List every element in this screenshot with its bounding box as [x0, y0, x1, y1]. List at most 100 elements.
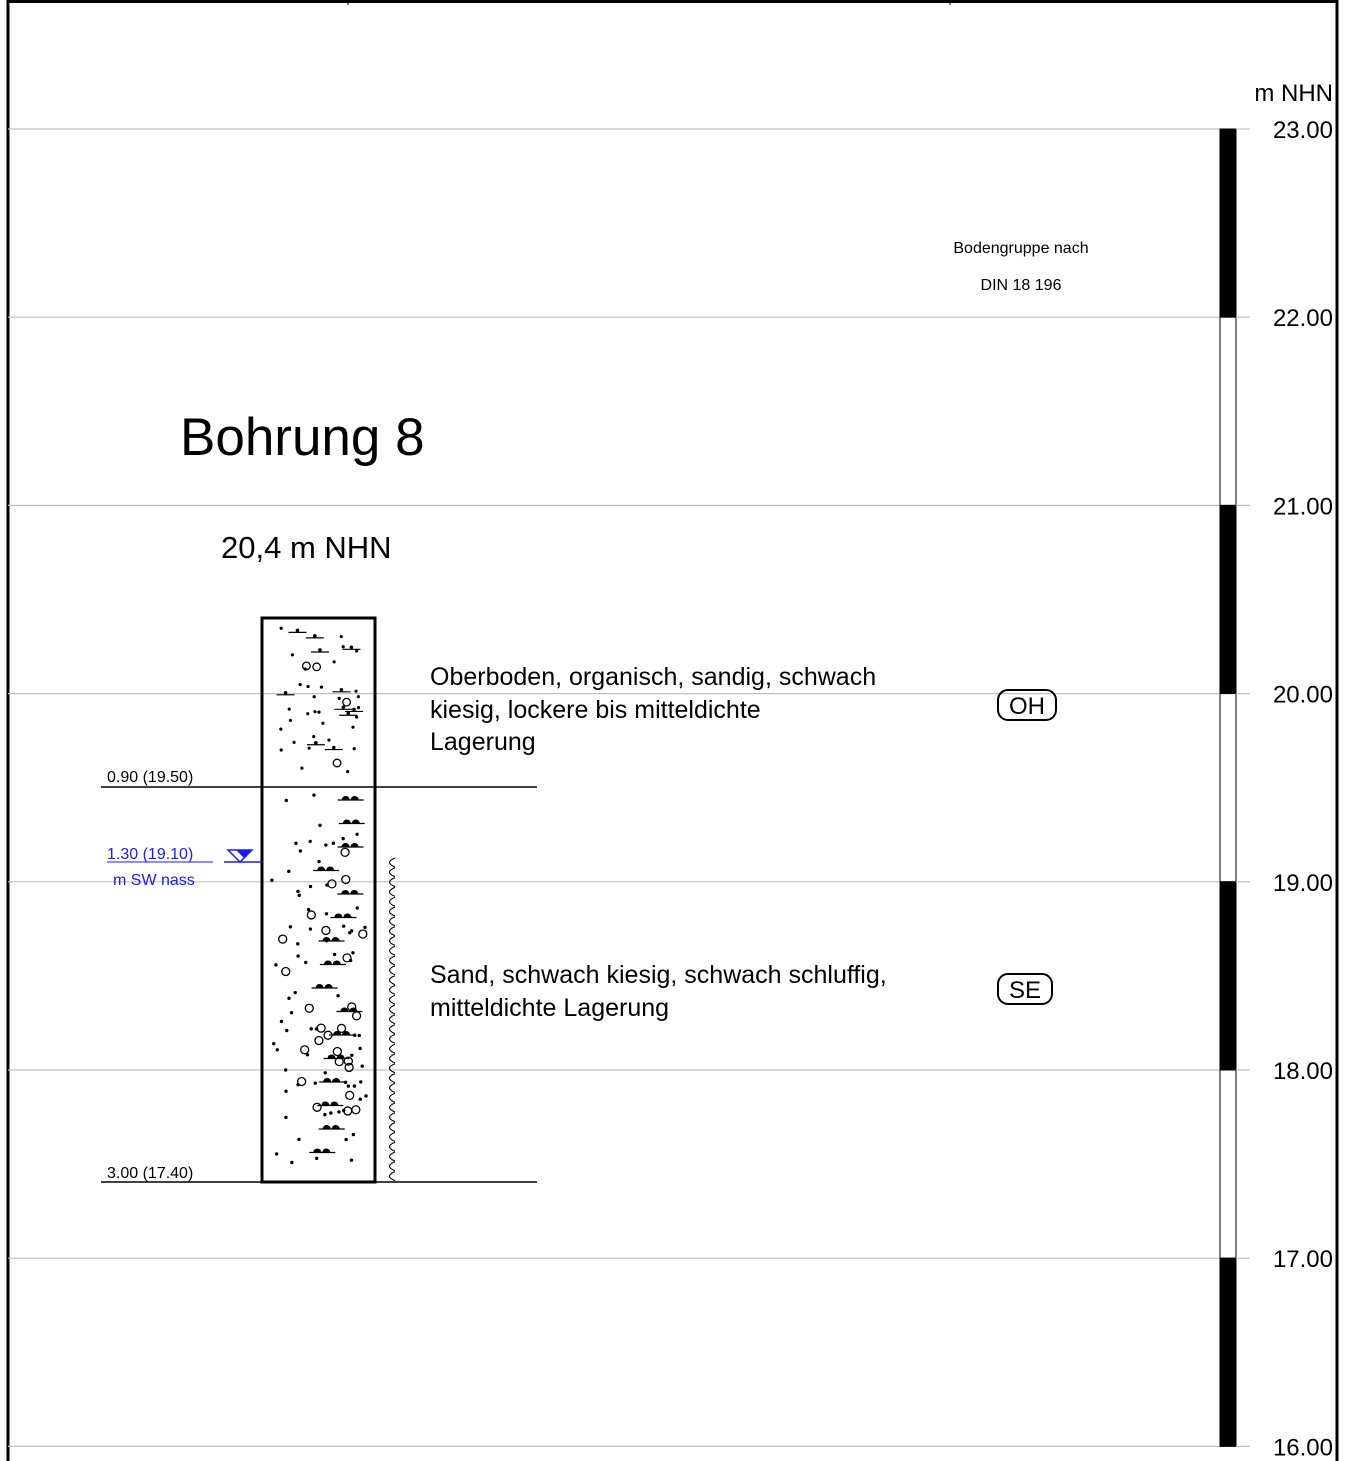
sand-dot	[321, 721, 325, 725]
wet-arc	[388, 857, 396, 868]
silt-mound	[322, 1125, 331, 1129]
wet-arc	[388, 1171, 396, 1182]
organic-dot	[295, 628, 300, 633]
silt-mound	[322, 937, 331, 941]
scale-bar-segment	[1219, 693, 1237, 883]
scale-bar-segment	[1219, 881, 1237, 1071]
sand-dot	[355, 906, 359, 910]
sand-dot	[355, 649, 359, 653]
sand-dot	[360, 1064, 364, 1068]
scale-bar-segment	[1219, 316, 1237, 506]
sand-dot	[274, 963, 278, 967]
sand-dot	[270, 878, 274, 882]
silt-mound	[330, 1101, 339, 1106]
groundwater-note: m SW nass	[113, 872, 195, 889]
sand-dot	[294, 841, 298, 846]
organic-dot	[341, 705, 346, 710]
wet-arc	[388, 1102, 396, 1113]
layer-1-description-line-1: Oberboden, organisch, sandig, schwach	[430, 663, 876, 691]
boring-elevation-label: 20,4 m NHN	[221, 530, 392, 565]
sand-dot	[283, 1068, 288, 1072]
wet-arc	[388, 1053, 396, 1064]
scale-tick-label: 16.00	[1273, 1434, 1333, 1461]
silt-mound	[332, 1078, 341, 1082]
layer-1-description-line-2: kiesig, lockere bis mitteldichte	[430, 696, 761, 724]
silt-mound	[317, 866, 326, 871]
wet-arc	[388, 867, 396, 878]
layer-boundary-1: 0.90 (19.50)	[101, 769, 537, 788]
sand-dot	[308, 839, 312, 844]
scale-tick-label: 19.00	[1273, 870, 1333, 897]
gravel-circle	[358, 929, 368, 939]
wet-arc	[388, 935, 396, 946]
wet-arc	[388, 945, 396, 956]
silt-mound	[336, 1054, 345, 1059]
boring-column	[260, 616, 396, 1184]
gravel-circle	[341, 874, 351, 885]
sand-dot	[351, 951, 355, 955]
silt-mound	[333, 1031, 342, 1035]
layer-description-2: Sand, schwach kiesig, schwach schluffig,…	[430, 961, 887, 1022]
silt-mound	[323, 1078, 332, 1082]
hatch-topsoil	[276, 626, 364, 774]
organic-dot	[339, 688, 344, 692]
gravel-circle	[281, 966, 291, 977]
wet-arc	[388, 1161, 396, 1172]
sand-dot	[309, 1027, 313, 1031]
sand-dot	[279, 727, 283, 731]
gravel-circle	[316, 1023, 326, 1033]
wet-arc	[388, 906, 396, 917]
gravel-circle	[312, 1102, 322, 1112]
gravel-circle	[344, 1062, 354, 1073]
sand-dot	[331, 841, 336, 845]
scale-tick-label: 23.00	[1273, 117, 1333, 144]
sand-dot	[317, 859, 321, 864]
wet-arc	[388, 877, 396, 888]
sand-dot	[307, 746, 311, 750]
silt-mound	[324, 984, 333, 988]
elevation-grid-lines	[8, 128, 1220, 1448]
wet-arc	[388, 896, 396, 907]
silt-mound	[331, 1125, 340, 1129]
sand-dot	[357, 1033, 361, 1038]
sand-dot	[352, 1084, 357, 1088]
sand-dot	[274, 1152, 279, 1156]
gravel-circle	[306, 910, 316, 920]
wet-soil-marker	[388, 857, 396, 1182]
wet-arc	[388, 1082, 396, 1093]
gravel-circle	[342, 953, 352, 963]
sand-dot	[288, 925, 293, 929]
organic-dot	[331, 745, 336, 750]
sand-dot	[336, 994, 340, 998]
sand-dot	[350, 1053, 354, 1057]
sand-dot	[314, 1156, 319, 1161]
sand-dot	[313, 710, 317, 714]
gravel-circle	[301, 661, 311, 671]
sand-dot	[290, 1160, 294, 1165]
layer-2-description-line-1: Sand, schwach kiesig, schwach schluffig,	[430, 961, 887, 989]
scale-tick-label: 18.00	[1273, 1058, 1333, 1085]
sand-dot	[327, 738, 331, 742]
sand-dot	[363, 925, 367, 930]
wet-arc	[388, 955, 396, 966]
wet-arc	[388, 1004, 396, 1015]
sand-dot	[308, 884, 313, 889]
sand-dot	[297, 893, 301, 898]
sheet-frame	[6, 0, 1339, 1461]
wet-arc	[388, 1141, 396, 1152]
sand-dot	[323, 1071, 327, 1075]
wet-arc	[388, 886, 396, 897]
organic-dot	[318, 648, 322, 652]
soil-group-header-line1: Bodengruppe nach	[953, 240, 1088, 257]
groundwater-label: 1.30 (19.10)	[107, 846, 193, 863]
sand-dot	[296, 954, 300, 958]
wet-arc	[388, 1151, 396, 1162]
sand-dot	[306, 712, 310, 716]
wet-arc	[388, 1122, 396, 1133]
layer-1-description-line-3: Lagerung	[430, 728, 536, 756]
sand-dot	[341, 924, 346, 928]
sand-dot	[306, 907, 311, 912]
wet-arc	[388, 975, 396, 986]
wet-arc	[388, 1024, 396, 1035]
